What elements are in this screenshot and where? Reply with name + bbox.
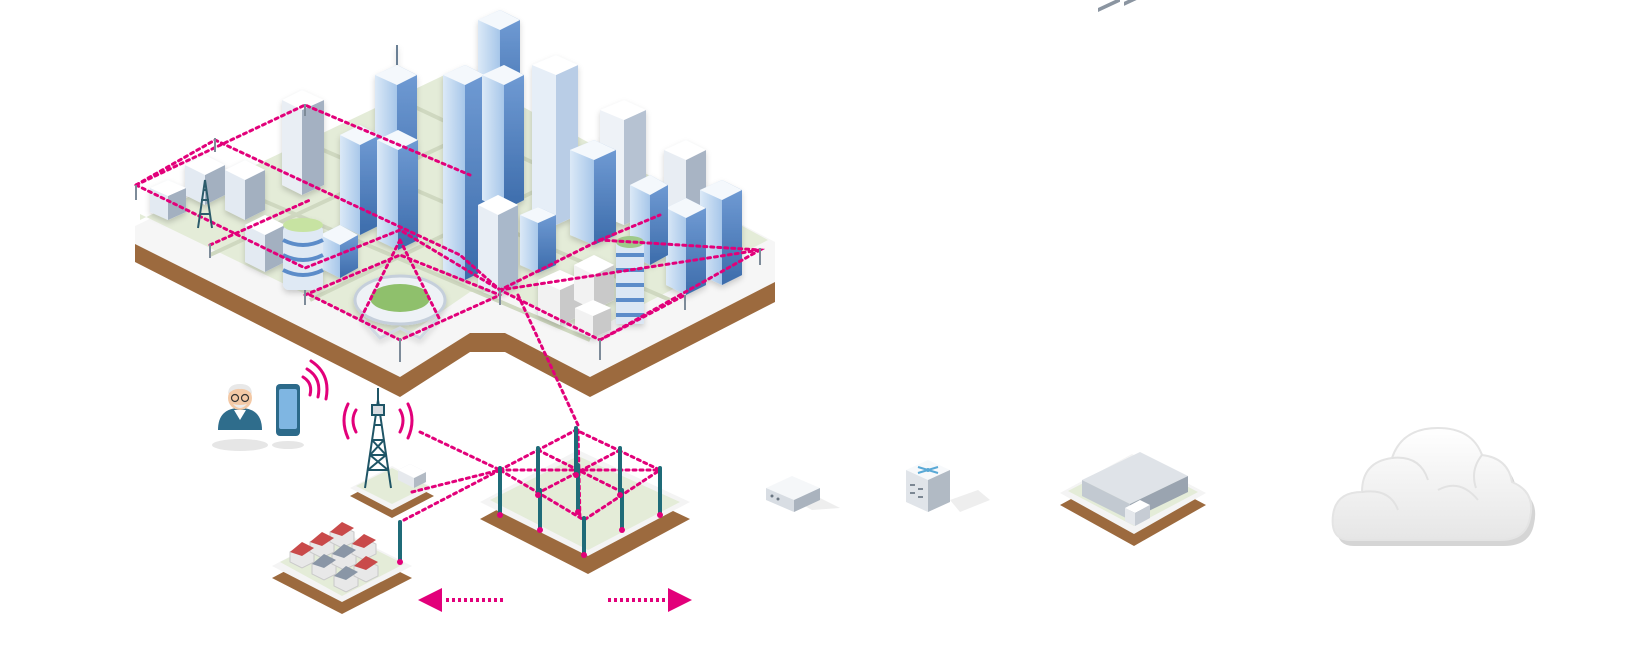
tower-equipment-box bbox=[398, 464, 426, 488]
low-building-4 bbox=[245, 215, 285, 272]
bidirectional-arrow-icon bbox=[418, 588, 692, 612]
cylinder-tower bbox=[616, 236, 644, 324]
city-poles bbox=[135, 104, 761, 362]
low-building-5 bbox=[320, 225, 358, 278]
edge-server-icon bbox=[766, 476, 840, 512]
data-center-icon bbox=[1082, 0, 1188, 526]
low-building-8 bbox=[575, 300, 611, 338]
router-switch-icon bbox=[906, 460, 990, 512]
skyscraper-12 bbox=[340, 125, 380, 235]
small-cell-grid-icon bbox=[497, 426, 663, 558]
smartphone-icon bbox=[272, 384, 304, 449]
skyscraper-15 bbox=[520, 207, 556, 273]
residential-houses-icon bbox=[289, 522, 379, 593]
residential-small-cell bbox=[397, 520, 403, 565]
low-building-7 bbox=[574, 255, 614, 310]
city-backhaul-link bbox=[516, 293, 580, 427]
stadium bbox=[353, 274, 447, 340]
skyscraper-9 bbox=[700, 180, 742, 285]
city-buildings bbox=[150, 10, 742, 340]
city-tower-icon bbox=[197, 179, 213, 229]
curved-tower bbox=[282, 218, 324, 290]
low-building-1 bbox=[225, 160, 265, 220]
skyscraper-4 bbox=[482, 65, 524, 210]
tower-signal-icon bbox=[342, 402, 414, 440]
skyscraper-7 bbox=[570, 140, 616, 245]
cell-tower-icon bbox=[364, 388, 392, 489]
skyscraper-11 bbox=[282, 90, 324, 195]
phone-signal-icon bbox=[301, 359, 329, 401]
elderly-person-icon bbox=[212, 384, 268, 451]
skyscraper-14 bbox=[478, 195, 518, 295]
cloud-icon bbox=[1331, 426, 1536, 546]
